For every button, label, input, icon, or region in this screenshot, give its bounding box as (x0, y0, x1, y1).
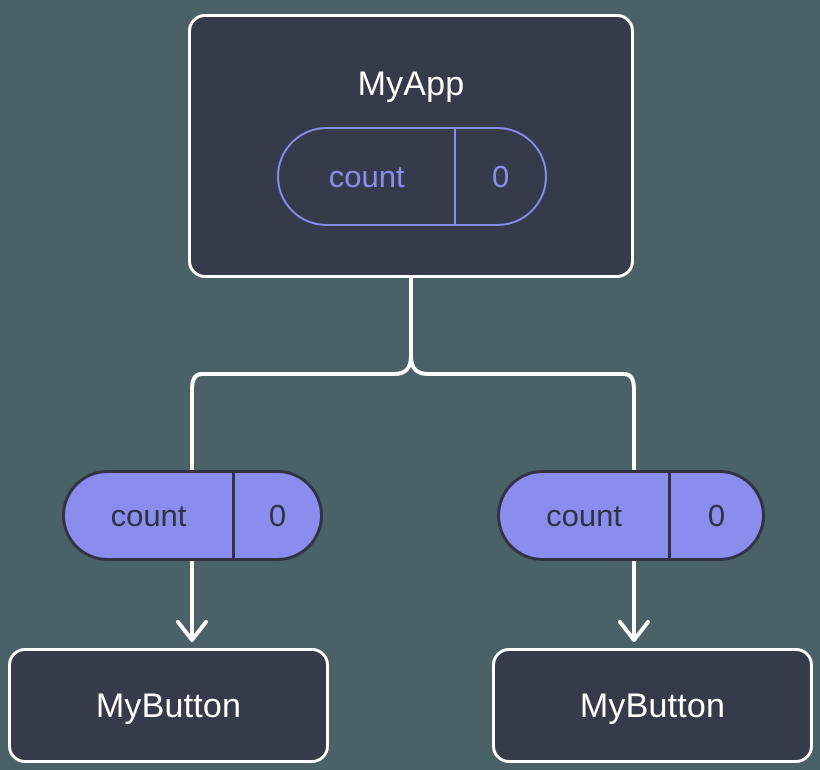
node-mybutton-right[interactable]: MyButton (492, 648, 813, 763)
prop-pill-right-count-key: count (546, 498, 622, 533)
prop-pill-left-count[interactable]: count 0 (62, 470, 323, 561)
prop-pill-left-count-value: 0 (232, 473, 320, 558)
prop-pill-left-count-key: count (110, 498, 187, 533)
edge-root-to-right-branch (409, 276, 636, 472)
node-myapp[interactable]: MyApp (188, 14, 634, 278)
node-myapp-label: MyApp (357, 65, 465, 103)
arrowhead-down-icon-right (618, 620, 650, 642)
edge-root-to-left-branch (190, 276, 413, 472)
node-mybutton-left-label: MyButton (95, 686, 242, 725)
node-mybutton-left[interactable]: MyButton (8, 648, 329, 763)
state-pill-myapp-count-key: count (328, 159, 405, 194)
node-mybutton-right-label: MyButton (579, 686, 726, 725)
arrowhead-down-icon-left (176, 620, 208, 642)
state-pill-myapp-count[interactable]: count 0 (277, 127, 547, 226)
prop-pill-right-count-value: 0 (668, 473, 762, 558)
state-pill-myapp-count-value: 0 (454, 129, 545, 224)
prop-pill-right-count[interactable]: count 0 (497, 470, 765, 561)
